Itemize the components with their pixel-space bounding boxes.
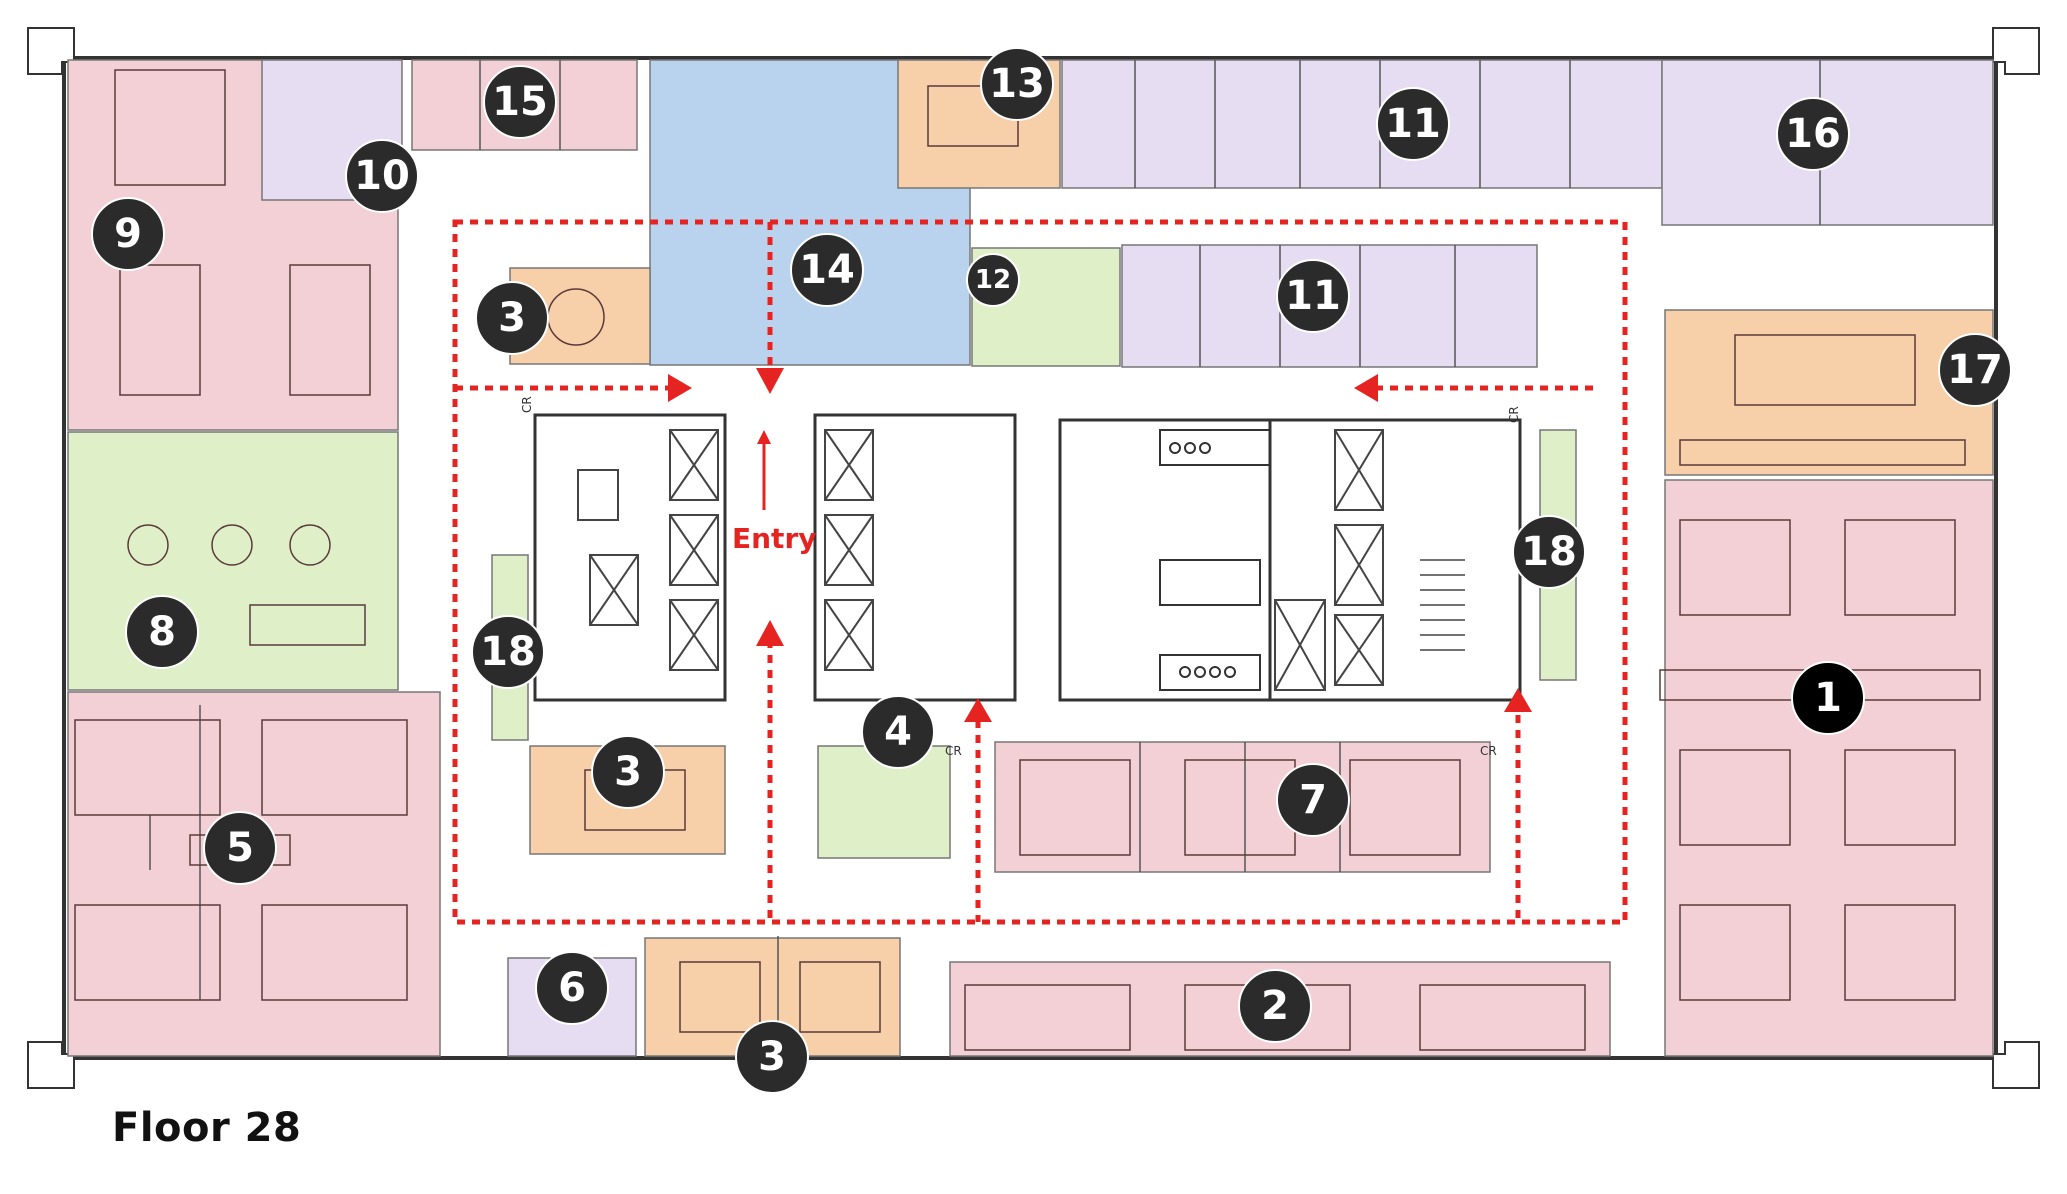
zone-badge-3: 3 xyxy=(591,735,665,809)
zone-badge-label: 17 xyxy=(1947,347,2003,393)
zone-badge-label: 13 xyxy=(989,61,1045,107)
zone-badge-label: 2 xyxy=(1261,983,1289,1029)
zone-badge-circle xyxy=(861,695,935,769)
cr-label-right-top: CR xyxy=(1507,406,1521,423)
zone-badge-label: 3 xyxy=(614,749,642,795)
arrow-right-icon xyxy=(668,374,692,402)
zone-badge-5: 5 xyxy=(203,811,277,885)
zone-badge-3: 3 xyxy=(735,1020,809,1094)
zone-badge-circle xyxy=(91,197,165,271)
arrow-left-icon xyxy=(1354,374,1378,402)
zone-badge-circle xyxy=(125,595,199,669)
zone-badge-label: 1 xyxy=(1814,675,1842,721)
zone-badge-8: 8 xyxy=(125,595,199,669)
zone-area-17 xyxy=(1664,309,1994,476)
zone-badge-circle xyxy=(471,615,545,689)
zone-badge-9: 9 xyxy=(91,197,165,271)
zone-badge-label: 16 xyxy=(1785,111,1841,157)
zone-badge-label: 6 xyxy=(558,965,586,1011)
zone-badge-11: 11 xyxy=(1376,87,1450,161)
zone-badge-label: 10 xyxy=(354,153,410,199)
elevators xyxy=(577,429,1384,691)
zone-badge-3: 3 xyxy=(475,281,549,355)
zone-badge-circle xyxy=(1776,97,1850,171)
zone-badge-label: 5 xyxy=(226,825,254,871)
zone-badge-circle xyxy=(1512,515,1586,589)
zone-badge-7: 7 xyxy=(1276,763,1350,837)
zone-badge-13: 13 xyxy=(980,47,1054,121)
zone-badge-label: 3 xyxy=(758,1034,786,1080)
cr-label-right-bottom: CR xyxy=(1480,744,1497,758)
route-arrows xyxy=(668,368,1532,722)
restroom-fixtures xyxy=(1159,429,1271,691)
zone-area-7 xyxy=(994,741,1491,873)
zone-badge-circle xyxy=(1238,969,1312,1043)
entry-arrow-icon xyxy=(757,430,771,444)
zone-badge-12: 12 xyxy=(966,253,1020,307)
arrow-up-icon xyxy=(964,698,992,722)
stairs xyxy=(1420,559,1465,651)
zone-badge-15: 15 xyxy=(483,65,557,139)
zone-areas xyxy=(67,59,1994,1057)
zone-badge-11: 11 xyxy=(1276,259,1350,333)
zone-badge-circle xyxy=(345,139,419,213)
zone-badge-label: 8 xyxy=(148,609,176,655)
zone-badge-circle xyxy=(790,233,864,307)
zone-badge-6: 6 xyxy=(535,951,609,1025)
zone-badge-label: 18 xyxy=(1521,529,1577,575)
zone-badge-circle xyxy=(980,47,1054,121)
zone-badge-circle xyxy=(1276,763,1350,837)
arrow-up-icon xyxy=(756,620,784,646)
floor-title: Floor 28 xyxy=(112,1105,302,1151)
zone-badge-16: 16 xyxy=(1776,97,1850,171)
zone-badge-label: 7 xyxy=(1299,777,1327,823)
zone-area-8 xyxy=(67,431,399,691)
entry-label: Entry xyxy=(732,522,817,555)
zone-badge-label: 12 xyxy=(975,265,1011,295)
zone-badge-label: 9 xyxy=(114,211,142,257)
room-partitions xyxy=(149,60,1821,1056)
entry-marker: Entry xyxy=(732,430,817,555)
zone-badge-label: 11 xyxy=(1285,273,1341,319)
zone-badge-2: 2 xyxy=(1238,969,1312,1043)
cr-labels: CR CR CR CR xyxy=(520,396,1521,758)
zone-badge-14: 14 xyxy=(790,233,864,307)
zone-badge-18: 18 xyxy=(471,615,545,689)
zone-badge-label: 4 xyxy=(884,709,912,755)
zone-badge-17: 17 xyxy=(1938,333,2012,407)
zone-badge-4: 4 xyxy=(861,695,935,769)
arrow-up-icon xyxy=(1504,688,1532,712)
zone-badge-1: 1 xyxy=(1791,661,1865,735)
corner-columns xyxy=(27,27,2040,1089)
arrow-down-icon xyxy=(756,368,784,394)
zone-badge-label: 18 xyxy=(480,629,536,675)
zone-badge-label: 3 xyxy=(498,295,526,341)
zone-badge-label: 14 xyxy=(799,247,855,293)
zone-badge-circle xyxy=(1376,87,1450,161)
zone-badge-circle xyxy=(1938,333,2012,407)
zone-badge-circle xyxy=(483,65,557,139)
zone-badge-circle xyxy=(966,253,1020,307)
zone-badge-circle xyxy=(203,811,277,885)
zone-badge-circle xyxy=(1276,259,1350,333)
zone-badge-circle xyxy=(475,281,549,355)
zone-badge-10: 10 xyxy=(345,139,419,213)
zone-badge-label: 11 xyxy=(1385,101,1441,147)
zone-area-1 xyxy=(1664,479,1994,1057)
zone-badge-circle xyxy=(735,1020,809,1094)
zone-badge-18: 18 xyxy=(1512,515,1586,589)
cr-label-left: CR xyxy=(520,396,534,413)
zone-badge-label: 15 xyxy=(492,79,548,125)
zone-badge-circle xyxy=(1791,661,1865,735)
zone-badge-circle xyxy=(591,735,665,809)
zone-area-11-top xyxy=(1061,59,1663,189)
building-core xyxy=(533,413,1522,702)
zone-badge-circle xyxy=(535,951,609,1025)
circulation-route xyxy=(452,219,1628,925)
cr-label-center: CR xyxy=(945,744,962,758)
